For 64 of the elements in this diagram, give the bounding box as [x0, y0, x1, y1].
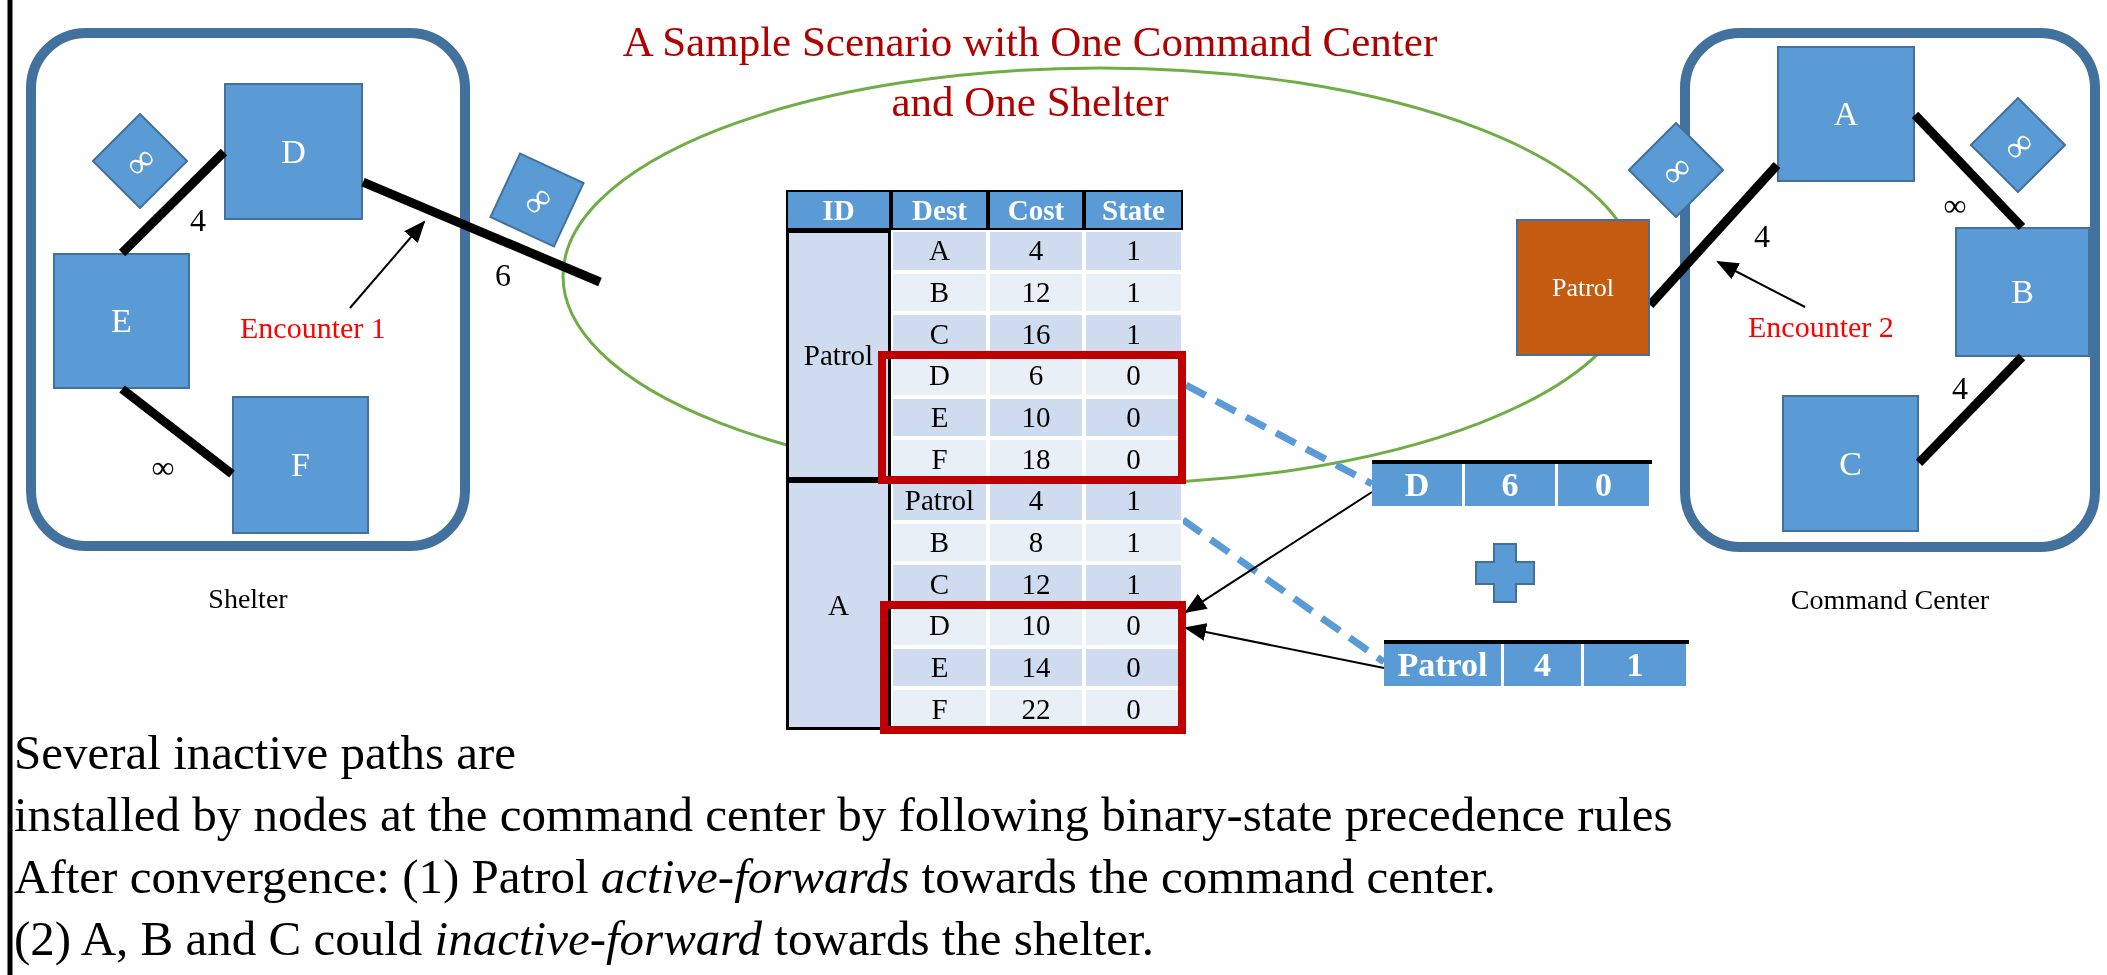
table-cell: B — [891, 271, 988, 314]
table-row — [1372, 460, 1652, 506]
table-cell: 1 — [1084, 521, 1183, 564]
table-cell: 1 — [1084, 230, 1183, 272]
group-label: Command Center — [1789, 584, 1991, 616]
table-cell: E — [891, 646, 988, 689]
table-cell: 8 — [988, 521, 1084, 564]
table-cell: 12 — [988, 271, 1084, 314]
node-box: B — [1955, 227, 2090, 357]
connector-line — [118, 148, 228, 257]
dashed-line — [1184, 381, 1374, 487]
table-cell: 10 — [988, 396, 1084, 439]
node-box: C — [1782, 395, 1919, 532]
table-cell: 1 — [1084, 271, 1183, 314]
edge-label: 4 — [1952, 369, 1968, 407]
table-cell: A — [786, 480, 891, 731]
highlight-frame — [878, 351, 1186, 484]
node-box: D — [224, 83, 363, 220]
edge-label: ∞ — [1943, 186, 1967, 224]
plus-sign — [1475, 543, 1535, 603]
leader-arrow — [349, 220, 426, 309]
table-cell: 1 — [1584, 644, 1689, 686]
edge-label: ∞ — [151, 448, 175, 486]
edge-label: 4 — [190, 201, 206, 239]
table-cell: D — [1372, 464, 1465, 506]
body-text: (2) A, B and C could inactive-forward towards the shelter. — [14, 910, 1155, 968]
table-cell: 6 — [1465, 464, 1558, 506]
table-cell: 14 — [988, 646, 1084, 689]
diamond-node: ∞ — [1628, 122, 1724, 218]
arrow — [1184, 623, 1385, 669]
node-box: Patrol — [1516, 219, 1650, 356]
table-cell: E — [891, 396, 988, 439]
body-text: After convergence: (1) Patrol active-forwards towards the command center. — [14, 848, 1497, 906]
table-cell: ID — [786, 190, 891, 230]
table-cell: 4 — [988, 230, 1084, 272]
annotation-text: Encounter 2 — [1748, 307, 1928, 347]
diamond-node: ∞ — [1970, 97, 2066, 193]
table-cell: Dest — [891, 190, 988, 230]
table-cell: Patrol — [1384, 644, 1504, 686]
link-line — [361, 177, 602, 287]
table-cell: Cost — [988, 190, 1084, 230]
diamond-node: ∞ — [92, 113, 188, 209]
table-row — [1384, 640, 1689, 686]
node-box: F — [232, 396, 369, 534]
connector-line — [119, 385, 235, 478]
table-cell: Patrol — [786, 230, 891, 480]
table-cell: A — [891, 230, 988, 272]
table-cell: 0 — [1558, 464, 1652, 506]
table-cell: B — [891, 521, 988, 564]
node-box: E — [53, 253, 190, 389]
connector-line — [1915, 353, 2026, 467]
dashed-line — [1181, 517, 1386, 665]
leader-arrow — [1716, 261, 1807, 308]
highlight-frame — [880, 601, 1186, 734]
connector-line — [1911, 111, 2026, 231]
edge-label: 6 — [495, 256, 511, 294]
node-box: A — [1777, 46, 1915, 182]
annotation-text: Encounter 1 — [240, 308, 420, 348]
group-label: Shelter — [207, 583, 289, 615]
table-cell: State — [1084, 190, 1183, 230]
arrow — [1184, 491, 1373, 614]
edge-label: 4 — [1754, 217, 1770, 255]
table-cell: 4 — [1504, 644, 1584, 686]
diagram-title: A Sample Scenario with One Command Center and One Shelter — [621, 17, 1439, 127]
